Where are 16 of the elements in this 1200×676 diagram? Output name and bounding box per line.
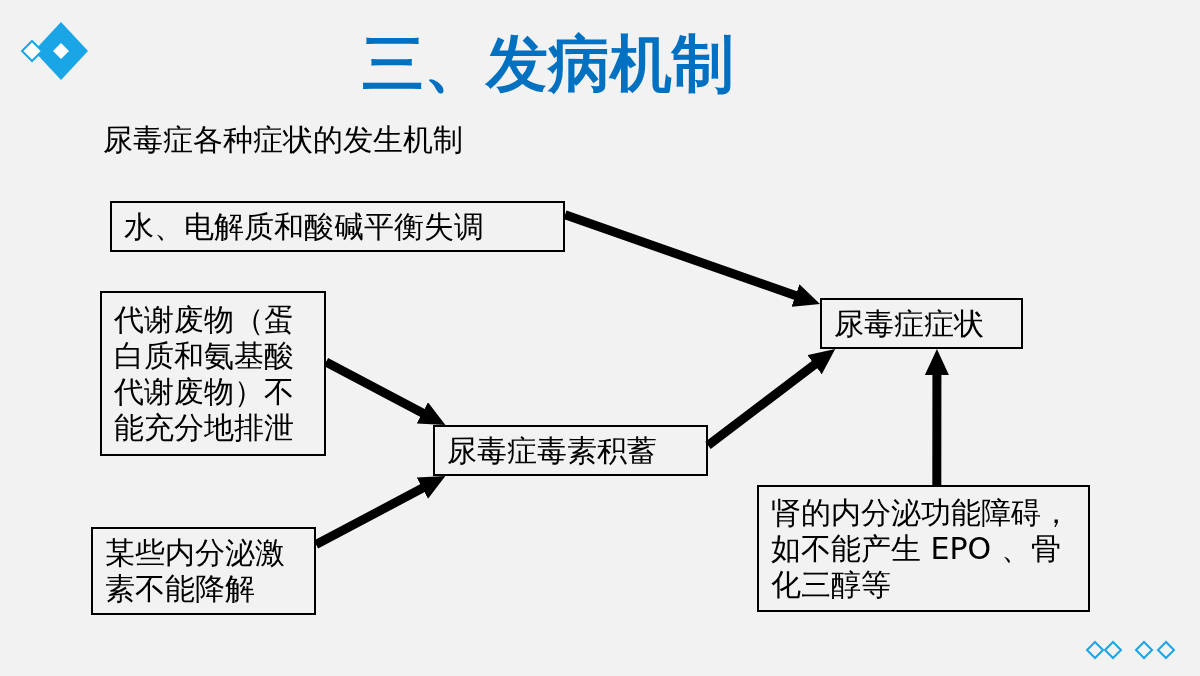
text-box [433, 425, 708, 476]
node-text: 某些内分泌激素不能降解 [105, 535, 286, 607]
node-text: 代谢废物（蛋白质和氨基酸代谢废物）不能充分地排泄 [114, 301, 295, 446]
node-text: 尿毒症症状 [834, 305, 984, 342]
slide-title: 三、发病机制 [362, 28, 734, 100]
arrow [924, 349, 949, 485]
text-box [91, 527, 316, 615]
text-box [820, 298, 1023, 349]
arrow [563, 210, 822, 309]
node-text: 水、电解质和酸碱平衡失调 [124, 208, 484, 245]
node-text: 肾的内分泌功能障碍，如不能产生 EPO 、骨化三醇等 [771, 494, 1072, 603]
node-text: 尿毒症毒素积蓄 [447, 432, 657, 469]
text-box [100, 291, 326, 456]
text-box [110, 201, 565, 252]
text-box [757, 485, 1090, 612]
subtitle-text: 尿毒症各种症状的发生机制 [103, 122, 463, 158]
